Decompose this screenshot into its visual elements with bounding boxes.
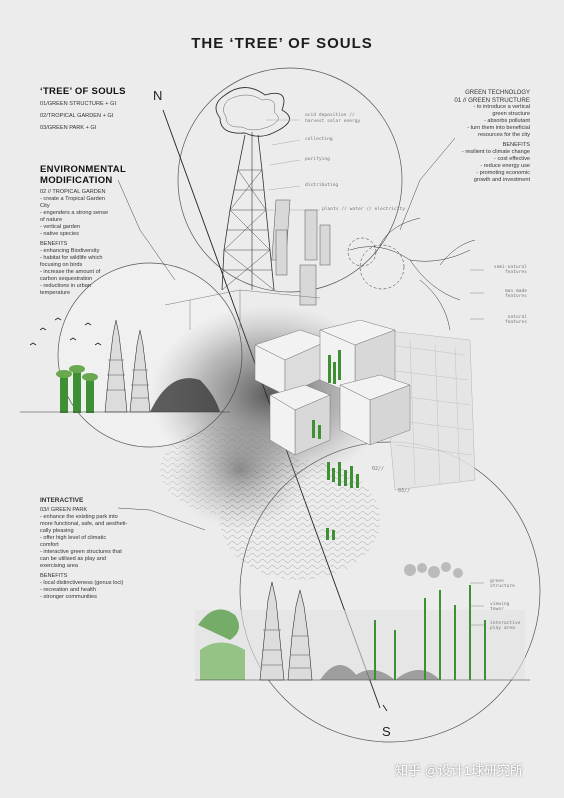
gt-benefit-2: - cost effective [494, 156, 530, 162]
label-natural-2: features [504, 320, 527, 325]
label-semi-natural-2: features [504, 270, 527, 275]
env-benefits-label: BENEFITS [40, 241, 68, 247]
north-label: N [153, 88, 163, 103]
env-line-3: - engenders a strong sense [40, 210, 109, 216]
int-benefit-3: - stronger communities [40, 594, 97, 600]
legend-heading: ‘TREE’ OF SOULS [40, 86, 126, 97]
label-03: 03// [398, 488, 411, 494]
env-benefit-3: focusing on birds [40, 262, 83, 268]
south-label: S [382, 724, 391, 739]
tree-branch-features [347, 217, 484, 331]
label-green-structure-1: green [490, 579, 504, 584]
label-collecting: collecting [305, 137, 333, 142]
garden-vignette [20, 317, 230, 413]
interactive-block: INTERACTIVE 03// GREEN PARK - enhance th… [40, 497, 165, 601]
skyscraper-cluster [271, 199, 331, 306]
int-line-3: cally pleasing [40, 528, 74, 534]
env-benefit-5: carbon sequestration [40, 276, 93, 282]
label-02: 02// [372, 466, 385, 472]
gt-benefits-label: BENEFITS [502, 142, 530, 148]
park-circle [239, 441, 541, 743]
interactive-heading: INTERACTIVE [40, 497, 84, 504]
gt-benefit-5: growth and investment [473, 177, 530, 183]
leader-line-interactive [117, 507, 206, 531]
label-purifying: purifying [305, 157, 330, 162]
env-benefit-7: temperature [40, 290, 71, 296]
legend-item-2: 02/TROPICAL GARDEN + GI [40, 113, 114, 119]
environmental-heading-2: MODIFICATION [40, 175, 113, 186]
int-benefit-2: - recreation and health [40, 587, 96, 593]
gt-line-1: - to introduce a vertical [473, 104, 530, 110]
label-viewing-tower-1: viewing [490, 602, 510, 607]
green-tech-subheading: 01 // GREEN STRUCTURE [454, 97, 530, 104]
env-benefit-2: - habitat for wildlife which [40, 255, 103, 261]
legend-item-1: 01/GREEN STRUCTURE + GI [40, 101, 116, 107]
green-structures [312, 350, 359, 540]
label-play-area-1: interactive [490, 621, 521, 626]
gt-line-4: - turn them into beneficial [467, 125, 530, 131]
green-technology-block: GREEN TECHNOLOGY 01 // GREEN STRUCTURE -… [420, 90, 530, 184]
gt-line-3: - absorbs pollutant [483, 118, 530, 124]
label-natural-1: natural [507, 315, 527, 320]
label-man-made-1: man made [504, 289, 527, 294]
label-play-area-2: play area [490, 626, 515, 631]
poster-title: THE ‘TREE’ OF SOULS [191, 35, 373, 52]
env-benefit-4: - increase the amount of [40, 269, 101, 275]
watermark: 知乎 @设计1球研究所 [395, 763, 524, 778]
int-benefit-1: - local distinctiveness (genus loci) [40, 580, 124, 586]
gt-line-2: green structure [492, 111, 530, 117]
park-vignette [195, 562, 530, 681]
label-acid-deposition: acid deposition // [305, 113, 355, 118]
env-line-2: City [40, 203, 50, 209]
label-distributing: distributing [305, 183, 339, 188]
environmental-block: ENVIRONMENTAL MODIFICATION 02 // TROPICA… [40, 164, 150, 297]
interactive-subheading: 03// GREEN PARK [40, 507, 88, 513]
leader-line-environmental [117, 179, 176, 281]
label-semi-natural-1: semi-natural [493, 265, 527, 270]
tree-of-souls-structure [215, 87, 320, 291]
int-line-4: - offer high level of climatic [40, 535, 107, 541]
int-line-1: - enhance the existing park into [40, 514, 118, 520]
label-man-made-2: features [504, 294, 527, 299]
env-line-6: - native species [40, 231, 79, 237]
env-line-4: of nature [40, 217, 63, 223]
environmental-heading-1: ENVIRONMENTAL [40, 164, 127, 175]
env-benefit-6: - reductions in urban [40, 283, 91, 289]
gt-benefit-1: - resilient to climate change [461, 149, 530, 155]
label-resources: plants // water // electricity [322, 207, 405, 212]
tree-circle [177, 67, 403, 293]
label-viewing-tower-2: tower [490, 607, 504, 612]
environmental-subheading: 02 // TROPICAL GARDEN [40, 189, 106, 195]
int-line-5: comfort [40, 542, 59, 548]
city-model [254, 319, 411, 456]
int-line-6: - interactive green structures that [40, 549, 122, 555]
tree-of-souls-legend: ‘TREE’ OF SOULS 01/GREEN STRUCTURE + GI … [40, 86, 150, 132]
label-green-structure-2: structure [490, 584, 515, 589]
gt-line-5: resources for the city [478, 132, 530, 138]
env-line-5: - vertical garden [40, 224, 81, 230]
int-line-7: can be utilised as play and [40, 556, 106, 562]
legend-item-3: 03/GREEN PARK + GI [40, 125, 97, 131]
leader-line-green-tech [399, 137, 456, 231]
env-benefit-1: - enhancing Biodiversity [40, 248, 100, 254]
int-line-2: more functional, safe, and aestheti- [40, 521, 128, 527]
green-tech-heading: GREEN TECHNOLOGY [465, 90, 530, 96]
gt-benefit-3: - reduce energy use [480, 163, 530, 169]
gt-benefit-4: - promoting economic [476, 170, 530, 176]
label-harvest-solar: harvest solar energy [305, 119, 361, 124]
env-line-1: - create a Tropical Garden [40, 196, 105, 202]
int-benefits-label: BENEFITS [40, 573, 68, 579]
int-line-8: exercising area [40, 563, 78, 569]
